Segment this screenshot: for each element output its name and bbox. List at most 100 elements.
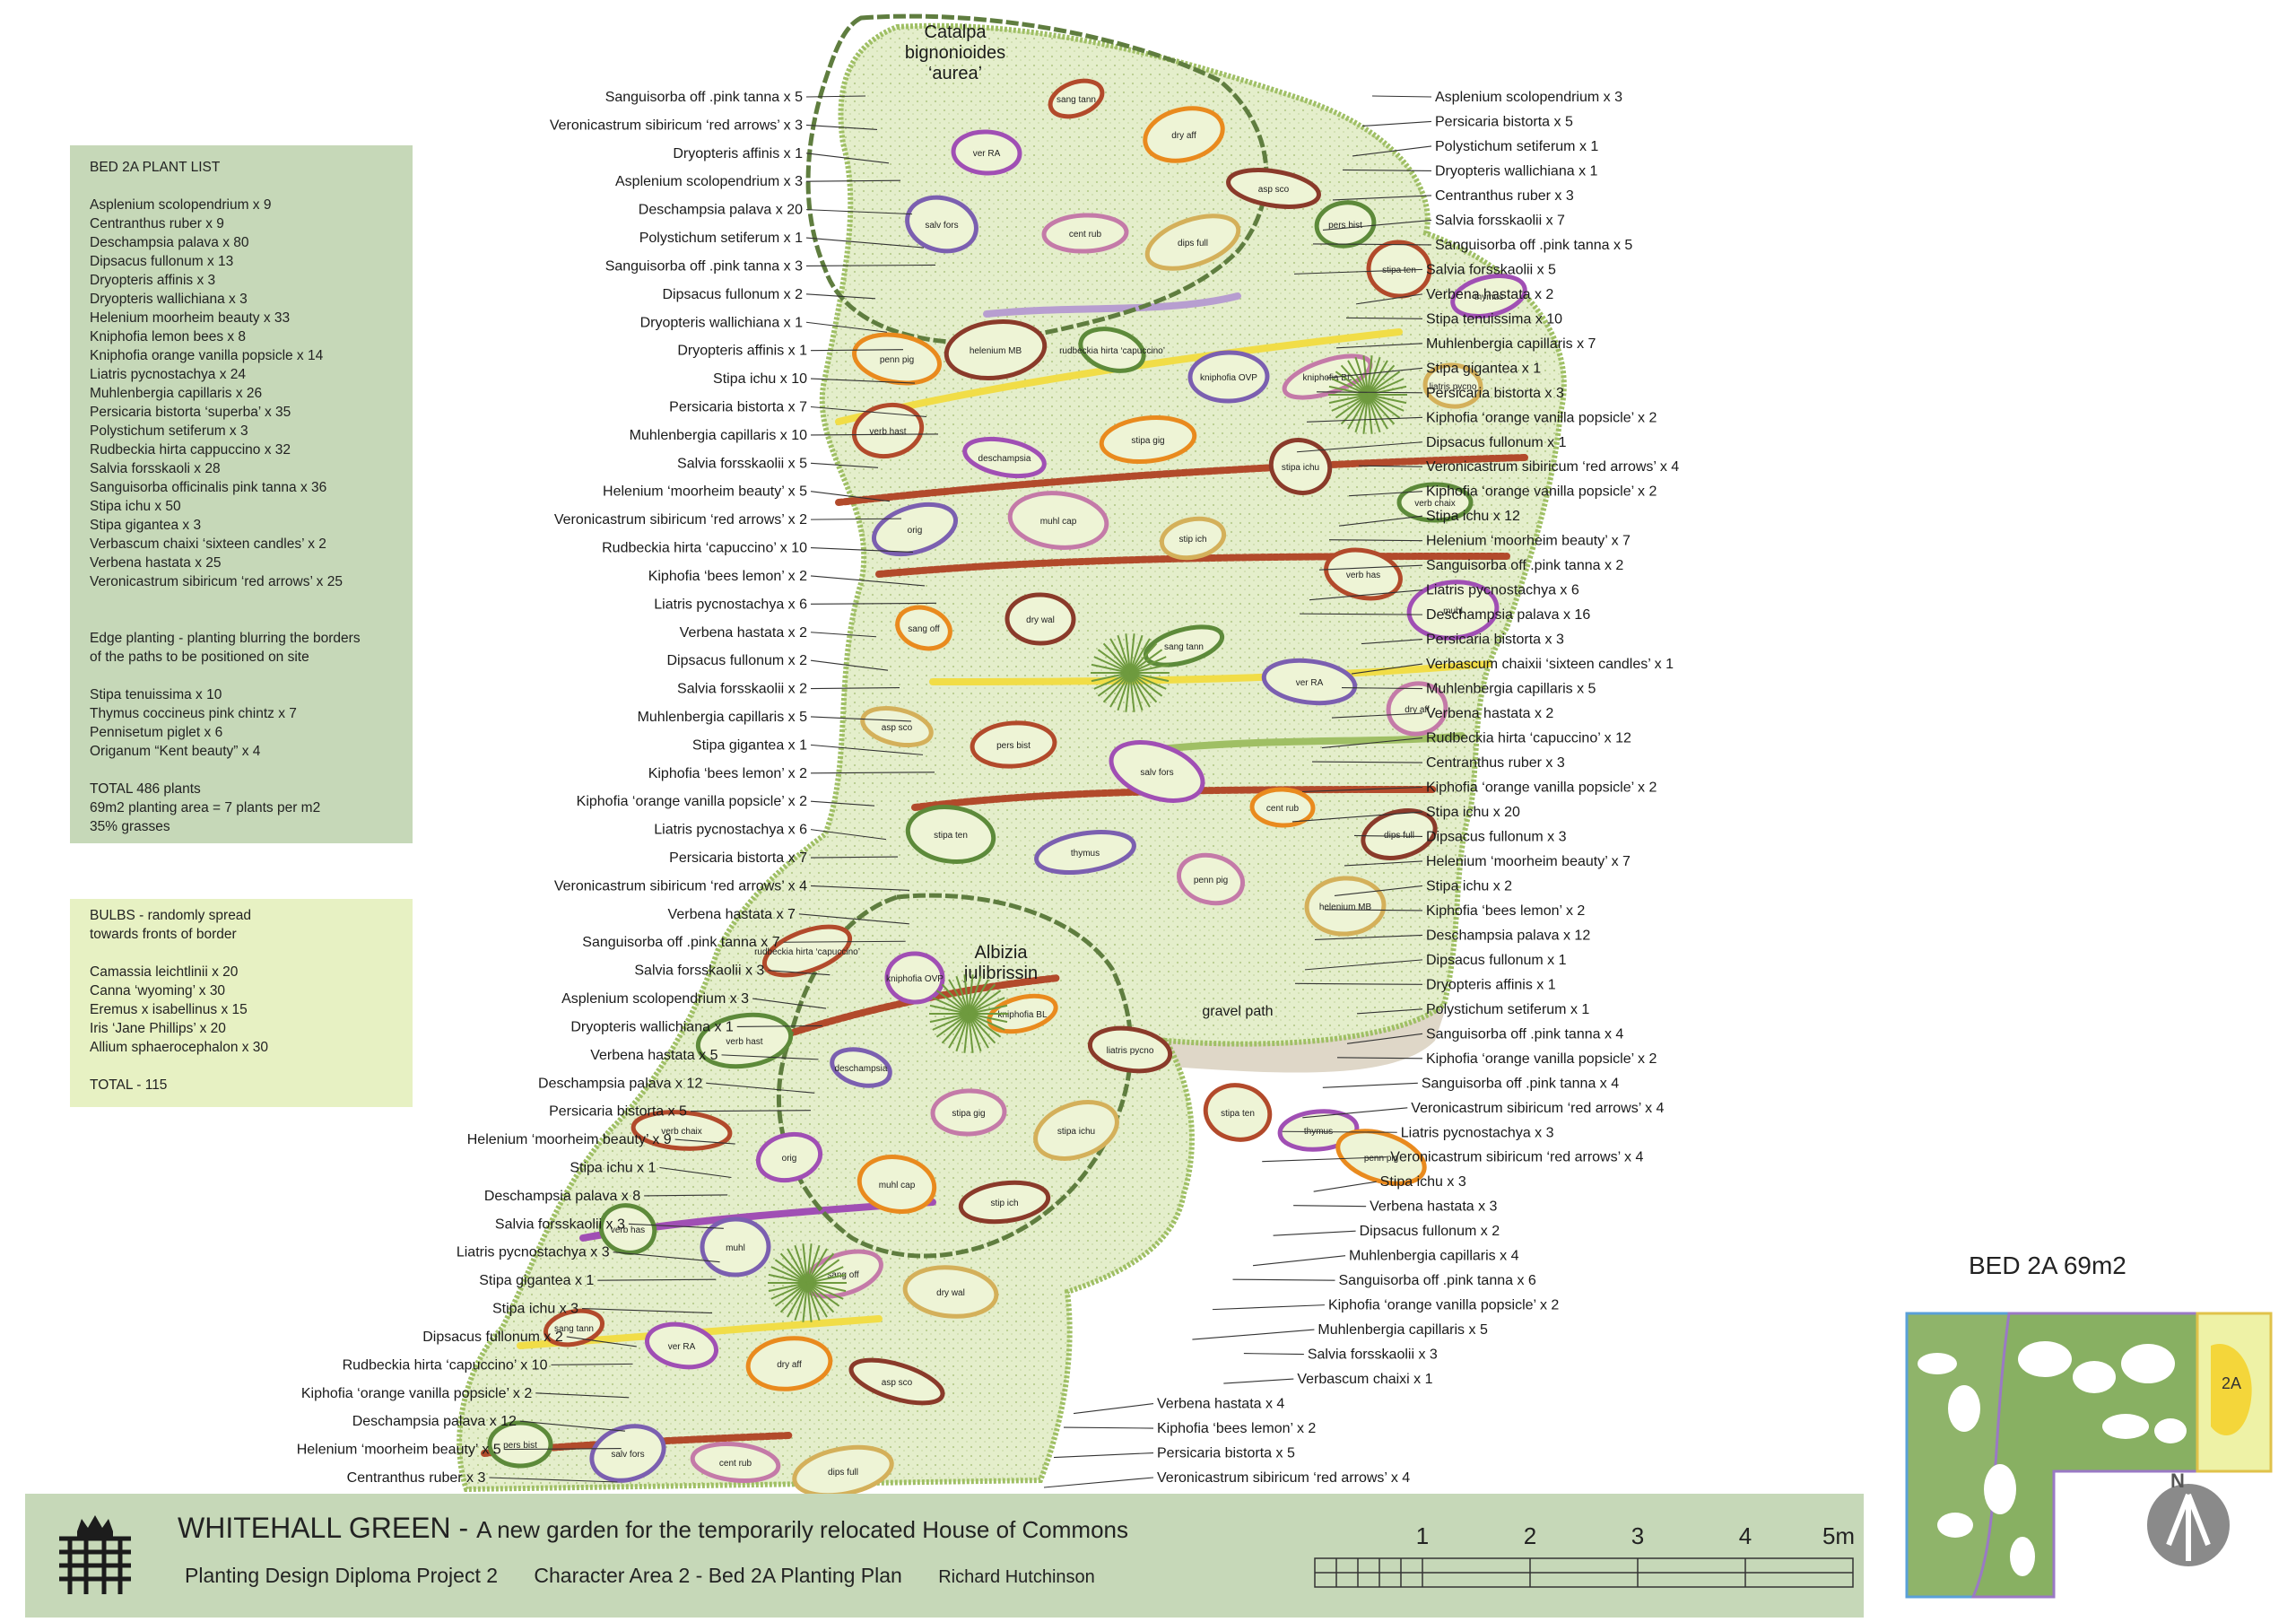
grass-spike <box>1129 672 1163 697</box>
grass-spike <box>1093 672 1131 690</box>
grass-spike <box>1367 394 1405 412</box>
project-name: Planting Design Diploma Project 2 <box>185 1564 499 1587</box>
plant-callout: Liatris pycnostachya x 6 <box>654 823 807 838</box>
plant-callout: Persicaria bistorta x 3 <box>1426 386 1564 401</box>
plant-list-item: Deschampsia palava x 80 <box>90 235 249 250</box>
plant-group <box>644 1321 719 1370</box>
callout-leader <box>1053 1452 1154 1459</box>
plant-callout: Verbena hastata x 7 <box>668 907 796 922</box>
bulb-item: Eremus x isabellinus x 15 <box>90 1002 248 1017</box>
plant-group <box>905 805 996 864</box>
plant-callout: Veronicastrum sibiricum ‘red arrows’ x 4 <box>1426 459 1679 475</box>
plant-callout: Deschampsia palava x 8 <box>484 1189 640 1204</box>
plant-callout: Dipsacus fullonum x 2 <box>422 1330 563 1345</box>
plant-group-label: pers bist <box>1328 221 1362 231</box>
grass-spike <box>935 1013 970 1038</box>
grass-spike <box>1367 394 1381 433</box>
callout-leader <box>810 856 899 859</box>
bulb-item: Canna ‘wyoming’ x 30 <box>90 983 226 998</box>
plant-callout: Deschampsia palava x 16 <box>1426 607 1590 623</box>
plant-group <box>987 993 1058 1034</box>
callout-leader <box>1232 1278 1335 1281</box>
plant-callout: Salvia forsskaolii x 3 <box>495 1216 625 1232</box>
tree-label: ‘aurea’ <box>928 64 982 83</box>
grass-spike <box>968 990 1002 1015</box>
grass-spike <box>1367 364 1396 396</box>
callout-leader <box>613 1251 720 1263</box>
plant-group-label: asp sco <box>1258 185 1290 195</box>
callout-leader <box>810 462 879 468</box>
grass-spike <box>1129 672 1151 708</box>
bulbs-panel: BULBS - randomly spread towards fronts o… <box>70 899 413 1107</box>
plant-callout: Kiphofia ‘orange vanilla popsicle’ x 2 <box>1426 410 1657 425</box>
callout-leader <box>810 349 904 352</box>
callout-leader <box>1352 145 1432 157</box>
plant-group <box>930 1088 1007 1137</box>
plant-callout: Liatris pycnostachya x 3 <box>1401 1125 1554 1140</box>
plant-group-label: liatris pycno <box>1107 1046 1154 1056</box>
callout-leader <box>810 800 875 807</box>
plant-group-label: cent rub <box>719 1459 752 1469</box>
plant-group-label: stipa gig <box>1131 436 1164 446</box>
plant-group-label: helenium MB <box>970 346 1022 356</box>
callout-leader <box>768 970 831 976</box>
scale-tick-label: 1 <box>1416 1522 1429 1549</box>
callout-leader <box>1223 1378 1294 1384</box>
plant-group <box>1004 592 1076 646</box>
plant-group-label: sang tann <box>1057 95 1096 105</box>
plant-callout: Persicaria bistorta x 7 <box>669 850 807 866</box>
edge-plant-item: Origanum “Kent beauty” x 4 <box>90 744 261 759</box>
grass-spike <box>768 1273 808 1284</box>
plant-callout: Stipa ichu x 1 <box>570 1161 656 1176</box>
plant-group <box>871 501 959 557</box>
grass-spike <box>770 1266 808 1284</box>
plant-callout: Persicaria bistorta x 5 <box>1435 114 1573 129</box>
plant-callout: Dipsacus fullonum x 2 <box>1360 1224 1500 1239</box>
grass-spike <box>1125 672 1131 712</box>
plant-callout: Dipsacus fullonum x 1 <box>1426 435 1567 450</box>
grass-spike <box>963 974 970 1015</box>
plant-callout: Verbena hastata x 2 <box>680 625 807 641</box>
grass-spike <box>1328 394 1369 405</box>
plant-list-item: Stipa ichu x 50 <box>90 499 181 514</box>
grass-spike <box>1129 634 1144 674</box>
callout-leader <box>519 1420 626 1432</box>
plant-group <box>905 195 978 254</box>
grass-spike <box>806 1259 840 1284</box>
plant-callout: Verbena hastata x 2 <box>1426 287 1553 302</box>
callout-leader <box>810 687 900 690</box>
plant-group-label: ver RA <box>668 1342 696 1352</box>
grass-spike <box>1367 360 1388 396</box>
grass-spike <box>968 1013 1008 1024</box>
plant-group <box>761 924 853 978</box>
grass-spike <box>1347 394 1369 430</box>
plant-group <box>1406 580 1500 641</box>
grass-spike <box>929 1013 970 1024</box>
grass-spike <box>1129 672 1144 711</box>
plant-total: TOTAL 486 plants <box>90 781 201 797</box>
plant-callout: Helenium ‘moorheim beauty’ x 5 <box>603 484 807 500</box>
grass-spike <box>1125 633 1131 674</box>
plant-callout: Stipa ichu x 12 <box>1426 509 1520 524</box>
plant-group-label: asp sco <box>882 723 913 733</box>
grass-spike <box>787 1248 808 1284</box>
grass-spike <box>806 1282 813 1322</box>
edge-plant-item: Stipa tenuissima x 10 <box>90 687 222 702</box>
callout-leader <box>805 293 876 300</box>
bulb-item: Iris ‘Jane Phillips’ x 20 <box>90 1021 226 1036</box>
plant-group-label: deschampsia <box>978 454 1031 464</box>
plant-list-item: Stipa gigantea x 3 <box>90 518 202 533</box>
grass-spike <box>1129 656 1167 674</box>
plant-list-item: Sanguisorba officinalis pink tanna x 36 <box>90 480 327 495</box>
grass-spike <box>968 1013 1005 1031</box>
plant-callout: Verbena hastata x 5 <box>590 1048 718 1063</box>
plant-callout: Salvia forsskaolii x 2 <box>677 682 807 697</box>
grass-spike <box>1347 360 1369 396</box>
plant-callout: Polystichum setiferum x 1 <box>1426 1002 1589 1017</box>
grass-spike <box>794 1282 808 1321</box>
plant-group <box>902 1265 999 1319</box>
callout-leader <box>805 124 878 130</box>
grass-spike <box>1129 642 1158 674</box>
